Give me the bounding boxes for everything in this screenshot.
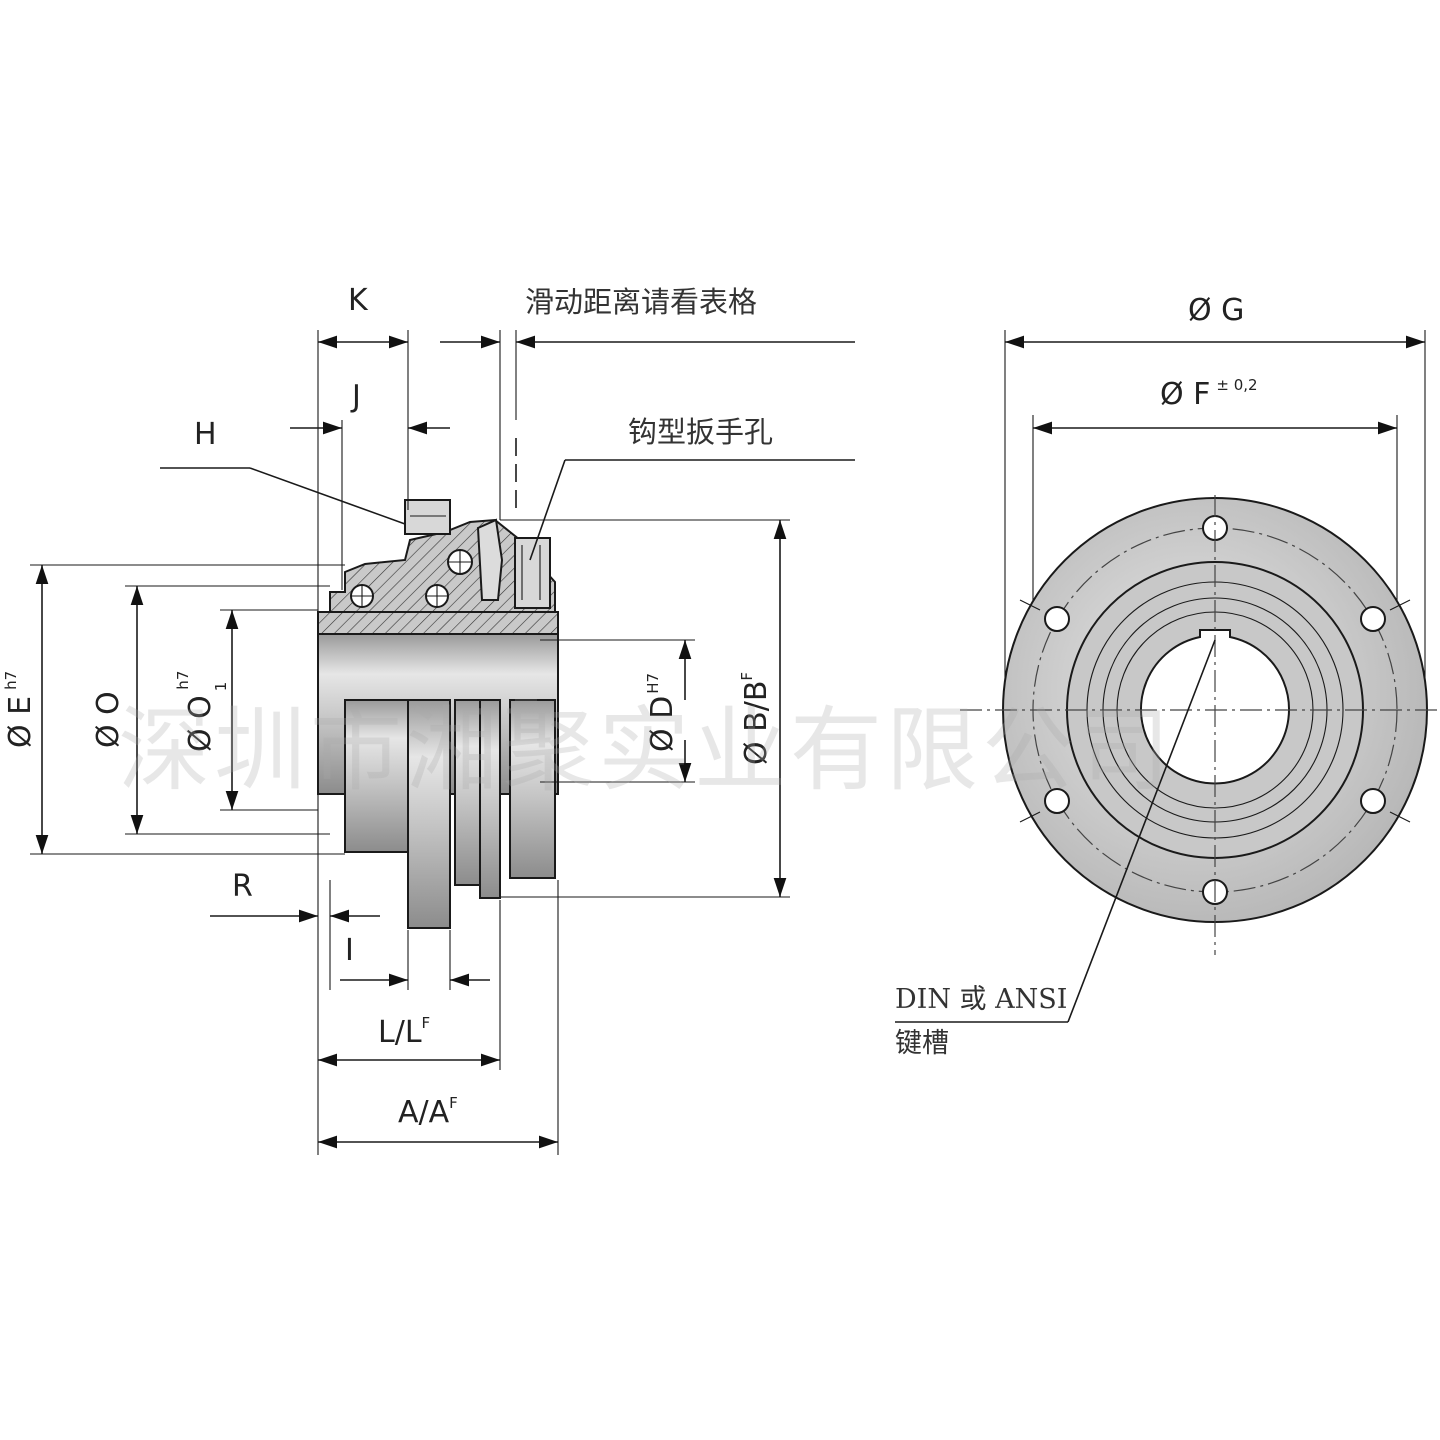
- dim-label-o: Ø O: [91, 691, 126, 748]
- dim-label-k: K: [348, 283, 369, 318]
- dim-label-f: Ø F± 0,2: [1160, 376, 1258, 412]
- dim-label-o1: Ø O1h7: [174, 671, 230, 752]
- dim-label-g: Ø G: [1188, 293, 1244, 328]
- note-keyway-line1: DIN 或 ANSI: [895, 984, 1067, 1015]
- dim-label-e: Ø Eh7: [2, 671, 38, 748]
- dim-label-i: I: [345, 933, 354, 968]
- dim-label-d: Ø DH7: [644, 673, 680, 752]
- note-slide-distance: 滑动距离请看表格: [525, 285, 757, 319]
- note-keyway-line2: 键槽: [895, 1028, 949, 1059]
- dim-label-r: R: [232, 869, 253, 904]
- clutch-body-section: [317, 499, 559, 929]
- dim-label-b: Ø B/BF: [738, 672, 774, 765]
- dim-label-j: J: [350, 379, 361, 414]
- dim-label-a: A/AF: [398, 1094, 458, 1130]
- front-view: Ø G Ø F± 0,2 DIN 或 ANSI 键槽: [895, 293, 1440, 1059]
- watermark-text: 深圳市湘聚实业有限公司: [118, 697, 1174, 804]
- dim-label-h: H: [194, 417, 217, 452]
- note-spanner-hole: 钩型扳手孔: [628, 415, 773, 449]
- dim-label-l: L/LF: [378, 1014, 430, 1050]
- side-view: K J H R I L/LF A/AF Ø Eh7 Ø O Ø O1h7 Ø D…: [2, 283, 855, 1155]
